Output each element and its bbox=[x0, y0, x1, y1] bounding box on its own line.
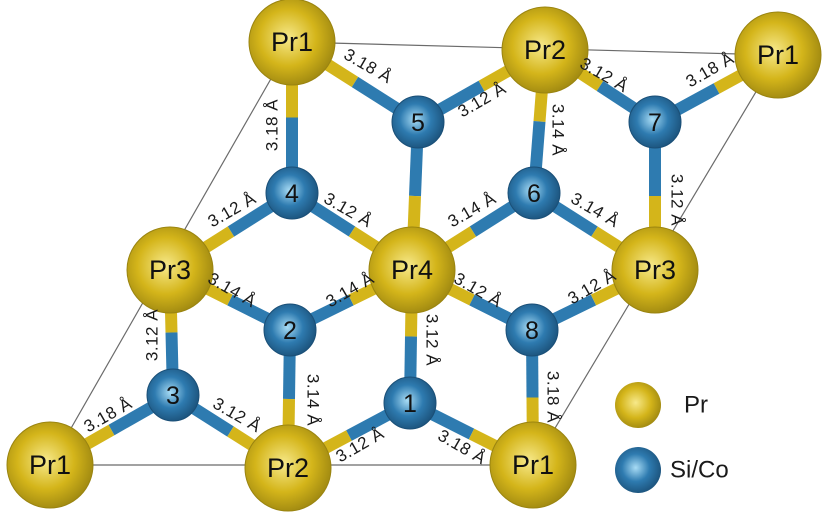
pr-sphere-icon bbox=[244, 424, 332, 512]
bond-length-label: 3.14 Å bbox=[549, 104, 568, 156]
sico-atom-sico-7: 7 bbox=[628, 95, 682, 149]
pr-sphere-icon bbox=[501, 6, 589, 94]
pr-atom-label: Pr1 bbox=[512, 450, 554, 480]
pr-sphere-icon bbox=[368, 226, 456, 314]
sico-atom-sico-4: 4 bbox=[265, 166, 319, 220]
bond-length-label: 3.12 Å bbox=[423, 314, 442, 366]
pr-atom-pr2-top: Pr2 bbox=[501, 6, 589, 94]
sico-sphere-icon bbox=[391, 95, 445, 149]
pr-sphere-icon bbox=[615, 382, 661, 428]
pr-atom-label: Pr2 bbox=[267, 453, 309, 483]
sico-atom-sico-2: 2 bbox=[263, 303, 317, 357]
pr-sphere-icon bbox=[126, 226, 214, 314]
pr-atom-label: Pr1 bbox=[757, 40, 799, 70]
pr-atom-pr1-top-left: Pr1 bbox=[248, 0, 336, 86]
sico-atom-sico-6: 6 bbox=[507, 166, 561, 220]
pr-atom-pr3-right: Pr3 bbox=[611, 226, 699, 314]
sico-atom-label: 2 bbox=[283, 317, 297, 345]
pr-sphere-icon bbox=[489, 421, 577, 509]
bond-length-label: 3.18 Å bbox=[263, 99, 282, 151]
bond-length-label: 3.12 Å bbox=[143, 309, 162, 361]
pr-sphere-icon bbox=[6, 421, 94, 509]
pr-atom-label: Pr2 bbox=[524, 35, 566, 65]
pr-sphere-icon bbox=[734, 11, 822, 99]
sico-atom-label: 8 bbox=[525, 317, 539, 345]
legend-label: Si/Co bbox=[670, 457, 729, 484]
sico-atom-label: 1 bbox=[403, 390, 417, 418]
sico-atom-label: 6 bbox=[527, 180, 541, 208]
pr-sphere-icon bbox=[248, 0, 336, 86]
pr-atom-label: Pr3 bbox=[634, 255, 676, 285]
pr-atom-label: Pr1 bbox=[271, 27, 313, 57]
sico-atom-label: 5 bbox=[411, 109, 425, 137]
legend-label: Pr bbox=[684, 392, 708, 419]
sico-atom-label: 4 bbox=[285, 180, 299, 208]
sico-sphere-icon bbox=[507, 166, 561, 220]
sico-atom-sico-1: 1 bbox=[383, 376, 437, 430]
pr-atom-pr1-bottom-right: Pr1 bbox=[489, 421, 577, 509]
sico-atom-sico-3: 3 bbox=[146, 368, 200, 422]
sico-atom-sico-8: 8 bbox=[505, 303, 559, 357]
sico-sphere-icon bbox=[146, 368, 200, 422]
bond-length-label: 3.18 Å bbox=[544, 371, 563, 423]
sico-sphere-icon bbox=[265, 166, 319, 220]
legend-item-pr: Pr bbox=[615, 382, 708, 428]
pr-sphere-icon bbox=[611, 226, 699, 314]
sico-sphere-icon bbox=[628, 95, 682, 149]
pr-atom-label: Pr3 bbox=[149, 255, 191, 285]
bond-length-label: 3.12 Å bbox=[668, 174, 687, 226]
legend-item-sico: Si/Co bbox=[615, 447, 729, 493]
sico-sphere-icon bbox=[615, 447, 661, 493]
sico-sphere-icon bbox=[263, 303, 317, 357]
sico-sphere-icon bbox=[505, 303, 559, 357]
sico-atom-label: 7 bbox=[648, 109, 662, 137]
pr-atom-pr2-bottom: Pr2 bbox=[244, 424, 332, 512]
pr-atom-pr1-top-right: Pr1 bbox=[734, 11, 822, 99]
pr-atom-pr1-bottom-left: Pr1 bbox=[6, 421, 94, 509]
sico-sphere-icon bbox=[383, 376, 437, 430]
bond-length-label: 3.14 Å bbox=[304, 374, 323, 426]
sico-atom-sico-5: 5 bbox=[391, 95, 445, 149]
pr-atom-label: Pr4 bbox=[391, 255, 433, 285]
sico-atom-label: 3 bbox=[166, 382, 180, 410]
pr-atom-pr4-center: Pr4 bbox=[368, 226, 456, 314]
pr-atom-pr3-left: Pr3 bbox=[126, 226, 214, 314]
pr-atom-label: Pr1 bbox=[29, 450, 71, 480]
